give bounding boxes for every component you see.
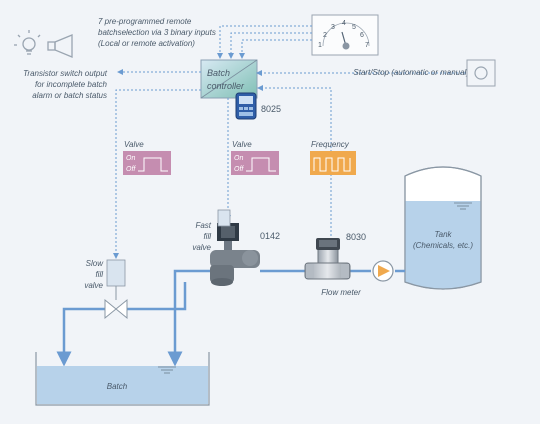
- batch-controller-device-icon: [235, 92, 257, 120]
- start-stop-label: Start/Stop (automatic or manual): [353, 68, 469, 77]
- control-signal-lines: [113, 85, 332, 259]
- lamp-icon: [14, 30, 41, 55]
- valve-signal-left-title: Valve: [124, 140, 144, 149]
- batch-vessel-label: Batch: [107, 382, 128, 391]
- controller-label-line1: Batch: [207, 68, 230, 78]
- dial-digit-6: 6: [360, 32, 364, 39]
- dial-digit-7: 7: [365, 42, 369, 49]
- dial-digit-4: 4: [342, 20, 346, 27]
- transistor-note-line2: for incomplete batch: [35, 80, 108, 89]
- binary-input-lines: [217, 25, 312, 59]
- slow-fill-valve: [104, 259, 128, 320]
- tank-label-line2: (Chemicals, etc.): [413, 241, 473, 250]
- controller-label-line2: controller: [207, 81, 245, 91]
- fast-fill-label-line1: Fast: [195, 221, 211, 230]
- controller-model: 8025: [261, 104, 281, 114]
- start-stop-button-icon: [474, 66, 488, 80]
- dial-digit-3: 3: [331, 24, 335, 31]
- frequency-signal: Frequency: [310, 140, 356, 175]
- pump-icon: [372, 260, 394, 282]
- fast-fill-model: 0142: [260, 231, 280, 241]
- valve-signal-left-on: On: [126, 155, 135, 162]
- tank: Tank (Chemicals, etc.): [404, 166, 482, 290]
- slow-fill-label-line2: fill: [95, 270, 103, 279]
- batch-controller: Batch controller: [200, 59, 258, 99]
- horn-icon: [47, 34, 73, 58]
- valve-signal-left: Valve On Off: [123, 140, 171, 175]
- remote-note-line3: (Local or remote activation): [98, 39, 195, 48]
- transistor-note-line3: alarm or batch status: [32, 91, 107, 100]
- fast-fill-label-line3: valve: [192, 243, 211, 252]
- tank-label-line1: Tank: [434, 230, 452, 239]
- fast-fill-valve: [210, 223, 260, 286]
- fast-fill-label-line2: fill: [203, 232, 211, 241]
- flow-meter: [304, 238, 351, 280]
- dial-digit-1: 1: [318, 42, 322, 49]
- flow-meter-label: Flow meter: [321, 288, 361, 297]
- batch-vessel: [35, 352, 210, 406]
- slow-fill-label-line1: Slow: [86, 259, 105, 268]
- remote-note-line2: batchselection via 3 binary inputs: [98, 28, 216, 37]
- valve-signal-left-off: Off: [126, 166, 136, 173]
- valve-signal-center-on: On: [234, 155, 243, 162]
- valve-signal-center-off: Off: [234, 166, 244, 173]
- flow-meter-model: 8030: [346, 232, 366, 242]
- frequency-signal-title: Frequency: [311, 140, 350, 149]
- dial-digit-2: 2: [323, 32, 327, 39]
- pipework: [62, 269, 405, 362]
- valve-signal-center-title: Valve: [232, 140, 252, 149]
- valve-signal-center: Valve On Off: [231, 140, 279, 175]
- remote-note-line1: 7 pre-programmed remote: [98, 17, 192, 26]
- transistor-note-line1: Transistor switch output: [23, 69, 108, 78]
- slow-fill-label-line3: valve: [84, 281, 103, 290]
- dial-digit-5: 5: [352, 24, 356, 31]
- start-stop-button-frame: [466, 59, 496, 87]
- selector-switch: 1 2 3 4 5 6 7: [311, 14, 379, 56]
- fast-fill-actuator: [217, 209, 231, 227]
